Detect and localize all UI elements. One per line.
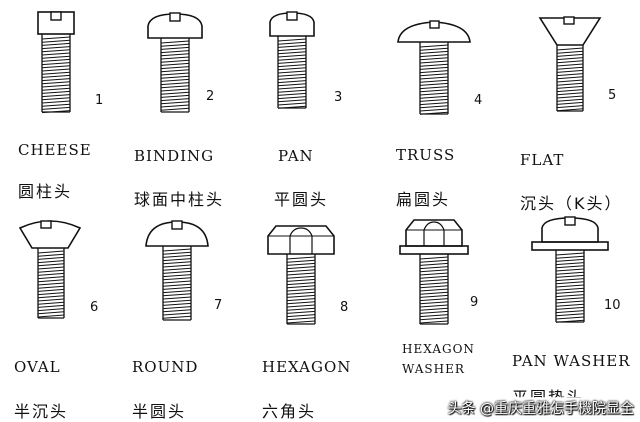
screw-flat: 5 FLAT 沉头（K头） [512,0,640,213]
hexagon-screw-drawing [267,225,335,325]
screw-name-zh: 半沉头 [14,402,69,421]
threaded-shank [555,250,585,323]
screw-name-zh: 六角头 [262,402,317,421]
screw-name-en: ROUND [132,358,199,376]
threaded-shank [160,38,190,113]
screw-hexagon-washer: 9 HEXAGON WASHER [384,212,512,417]
screw-name-en: PAN [278,147,314,165]
screw-pan-washer: 10 PAN WASHER 平圆垫头 [512,212,640,417]
screw-number: 2 [206,89,215,104]
screw-number: 9 [470,295,479,310]
screw-name-zh: 圆柱头 [18,182,73,201]
screw-number: 6 [90,300,99,315]
screw-name-zh: 平圆垫头 [512,388,585,407]
cheese-screw-drawing [37,11,75,114]
threaded-shank [286,254,316,325]
screw-name-en: TRUSS [396,146,456,164]
screw-number: 10 [604,298,621,313]
screw-name-en-line2: WASHER [402,362,465,376]
screw-name-zh: 球面中柱头 [134,190,225,209]
threaded-shank [37,248,65,319]
watermark: 头条 @重庆重雅怎手機院显全 [447,401,634,417]
round-screw-drawing [145,220,209,321]
threaded-shank [162,246,192,321]
threaded-shank [277,36,307,109]
screw-number: 8 [340,300,349,315]
screw-round: 7 ROUND 半圆头 [128,212,256,421]
screw-number: 1 [95,93,104,108]
screw-name-en: CHEESE [18,141,92,159]
screw-binding: 2 BINDING 球面中柱头 [128,0,256,209]
oval-screw-drawing [18,220,82,319]
screw-name-en: FLAT [520,151,565,169]
screw-number: 5 [608,88,617,103]
threaded-shank [419,254,449,325]
screw-name-zh: 半圆头 [132,402,187,421]
threaded-shank [41,34,71,114]
truss-screw-drawing [397,20,471,115]
screw-number: 7 [214,298,223,313]
screw-hexagon: 8 HEXAGON 六角头 [256,212,384,421]
threaded-shank [419,42,449,115]
screw-number: 4 [474,93,483,108]
screw-name-zh: 平圆头 [274,190,329,209]
flat-screw-drawing [538,16,602,112]
screw-number: 3 [334,90,343,105]
screw-name-zh: 沉头（K头） [520,194,623,213]
screw-pan: 3 PAN 平圆头 [256,0,384,209]
hexagon-washer-screw-drawing [399,219,469,325]
screw-oval: 6 OVAL 半沉头 [0,212,128,421]
screw-name-en: OVAL [14,358,61,376]
screw-cheese: 1 CHEESE 圆柱头 [0,0,128,205]
screw-name-en: BINDING [134,147,215,165]
pan-washer-screw-drawing [531,216,609,323]
screw-name-en: PAN WASHER [512,352,631,370]
screw-name-zh: 扁圆头 [396,190,451,209]
pan-screw-drawing [269,11,315,109]
screw-truss: 4 TRUSS 扁圆头 [384,0,512,209]
binding-screw-drawing [147,12,203,113]
screw-name-en-line1: HEXAGON [402,342,475,356]
threaded-shank [556,45,584,112]
screw-name-en: HEXAGON [262,358,352,376]
